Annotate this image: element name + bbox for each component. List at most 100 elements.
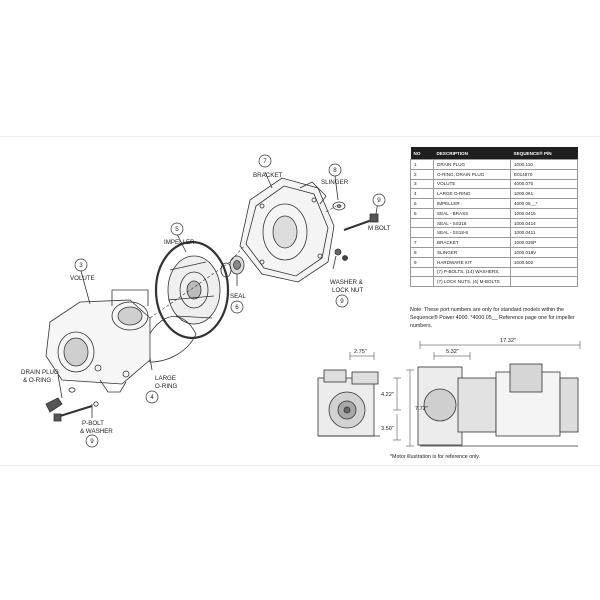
row-number: 1 (410, 159, 434, 170)
pump-front-view (317, 369, 380, 437)
row-part-number: 1000.018V (510, 247, 578, 258)
label-p-bolt-line2: & WASHER (80, 428, 113, 435)
dim-height-upper: 4.22" (381, 392, 394, 398)
label-large-oring-line2: O-RING (155, 383, 178, 390)
label-seal: SEAL (230, 293, 246, 300)
row-description: LARGE O-RING (433, 188, 511, 200)
label-large-oring-line1: LARGE (155, 375, 176, 382)
row-description: SEAL - SS18-8 (433, 227, 511, 239)
motor-footnote: *Motor illustration is for reference onl… (390, 454, 480, 460)
label-drain-plug-line2: & O-RING (23, 377, 51, 384)
row-description: (7) P-BOLTS, (14) WASHERS, (433, 266, 511, 278)
label-washer-lock-nut-line2: LOCK NUT (332, 287, 364, 294)
dimension-lines (349, 341, 581, 447)
label-washer-lock-nut-line1: WASHER & (330, 279, 364, 286)
row-number: 4 (410, 188, 434, 200)
row-description: DRAIN PLUG (433, 159, 511, 170)
parts-table-header: NO DESCRIPTION SEQUENCE® P/N (410, 147, 578, 160)
row-number (410, 266, 434, 278)
row-description: SEAL - SS316 (433, 217, 511, 229)
label-m-bolt: M BOLT (368, 225, 391, 232)
callout-slinger: 8 (333, 167, 337, 174)
callout-impeller: 5 (175, 226, 179, 233)
dim-top-mid: 5.32" (446, 349, 459, 355)
row-number: 2 (410, 168, 434, 180)
row-description: SLINGER (433, 247, 511, 258)
row-number: 7 (410, 237, 434, 249)
row-part-number: E014870 (510, 168, 578, 180)
label-impeller: IMPELLER (164, 239, 195, 246)
label-bracket: BRACKET (253, 172, 282, 179)
label-p-bolt-line1: P-BOLT (82, 420, 104, 427)
row-description: IMPELLER (433, 198, 511, 209)
impeller-part (154, 240, 230, 340)
header-no: NO (410, 147, 434, 160)
row-part-number (510, 266, 578, 278)
volute-part (45, 289, 151, 393)
dim-height-total: 7.72" (415, 406, 428, 412)
callout-washer: 9 (340, 298, 344, 305)
header-description: DESCRIPTION (433, 147, 511, 160)
drain-plug-part (45, 387, 76, 413)
row-description: BRACKET (433, 237, 511, 249)
row-part-number (510, 276, 578, 288)
header-part-number: SEQUENCE® P/N (510, 147, 578, 160)
row-part-number: 1000.030P (510, 237, 578, 249)
row-number: 6 (410, 207, 434, 219)
row-description: O-RING, DRAIN PLUG (433, 168, 511, 180)
bracket-part (239, 177, 335, 283)
row-part-number: 4000.05__* (510, 198, 578, 209)
callout-volute: 3 (79, 262, 83, 269)
row-description: (7) LOCK NUTS, (4) M-BOLTS (433, 276, 511, 288)
row-number (410, 217, 434, 229)
row-number: 8 (410, 247, 434, 258)
callout-seal: 6 (235, 304, 239, 311)
row-part-number: 1000.0411 (510, 227, 578, 239)
row-number: 5 (410, 198, 434, 209)
label-volute: VOLUTE (70, 275, 95, 282)
row-number (410, 227, 434, 239)
table-row: (7) LOCK NUTS, (4) M-BOLTS (410, 276, 578, 288)
dim-top-small: 2.75" (354, 349, 367, 355)
row-number: 3 (410, 178, 434, 190)
row-description: SEAL - BRASS (433, 207, 511, 219)
row-part-number: 4000.070 (510, 178, 578, 190)
row-part-number: 1000.061 (510, 188, 578, 200)
parts-note: Note: These port numbers are only for st… (410, 307, 575, 329)
dim-height-lower: 3.50" (381, 426, 394, 432)
table-row: (7) P-BOLTS, (14) WASHERS, (410, 266, 578, 278)
p-bolt-part (53, 401, 99, 422)
callout-p-bolt: 9 (90, 438, 94, 445)
washer-lock-nut-part (334, 248, 348, 261)
callout-bracket: 7 (263, 158, 267, 165)
label-slinger: SLINGER (321, 179, 349, 186)
row-part-number: 1000.502 (510, 256, 578, 268)
label-drain-plug-line1: DRAIN PLUG (21, 369, 59, 376)
row-description: HARDWARE KIT (433, 256, 511, 268)
slinger-part (332, 201, 346, 211)
row-description: VOLUTE (433, 178, 511, 190)
row-part-number: 1000.0414 (510, 217, 578, 229)
row-part-number: 1000.110 (510, 159, 578, 170)
callout-m-bolt: 9 (377, 197, 381, 204)
m-bolt-part (343, 213, 379, 231)
pump-side-view (417, 363, 579, 447)
row-number (410, 276, 434, 288)
row-number: 9 (410, 256, 434, 268)
row-part-number: 1000.0415 (510, 207, 578, 219)
large-oring-part (139, 316, 197, 363)
callout-large-oring: 4 (150, 394, 154, 401)
